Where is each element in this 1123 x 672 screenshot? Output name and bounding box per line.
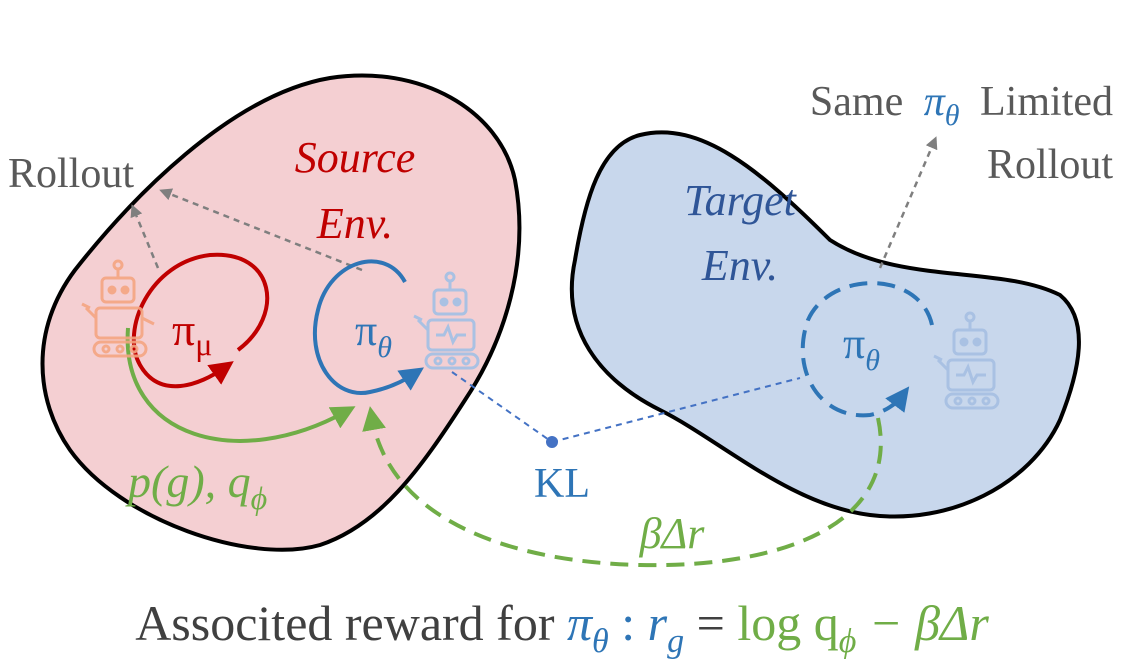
goal-prior-subscript: ϕ	[251, 480, 268, 516]
robot-icon-source-orange	[81, 259, 155, 358]
robot-icon-source-blue	[413, 271, 480, 370]
limited-rollout-label-line1: Same πθ Limited	[810, 79, 1113, 135]
same-word: Same	[810, 79, 903, 125]
kl-line-source	[451, 371, 553, 443]
same-pi: π	[924, 79, 946, 125]
beta-delta-r-label: βΔr	[639, 509, 706, 558]
rollout-arrow-theta-source	[159, 188, 363, 272]
target-env-label-line1: Target	[684, 176, 797, 225]
target-env-region	[569, 130, 1081, 519]
pi-theta-source-subscript: θ	[377, 331, 392, 364]
robot-icon-target-blue	[933, 311, 1000, 410]
pi-mu-loop	[131, 252, 270, 389]
formula-equals: =	[684, 595, 737, 651]
pi-theta-source-symbol: π	[355, 306, 377, 355]
pi-theta-target-loop	[800, 281, 934, 418]
same-pi-sub: θ	[945, 99, 960, 132]
kl-label: KL	[534, 461, 590, 507]
rollout-right-label: Rollout	[987, 142, 1113, 188]
limited-word: Limited	[980, 79, 1113, 125]
pi-mu-symbol: π	[172, 304, 195, 355]
formula-r-sub: g	[667, 623, 684, 660]
formula-prefix: Associted reward for	[135, 595, 567, 651]
kl-node	[546, 436, 558, 448]
beta-delta-r-arrow	[362, 406, 883, 568]
pi-theta-target-symbol: π	[843, 319, 865, 368]
pi-theta-source-loop	[312, 259, 424, 396]
formula-log-q-sub: ϕ	[839, 623, 857, 660]
pi-theta-source-label: πθ	[355, 306, 392, 364]
goal-prior-label: p(g), qϕ	[125, 456, 267, 516]
formula-pi: π	[567, 595, 594, 651]
rollout-left-label: Rollout	[8, 151, 134, 197]
formula-log-q: log q	[737, 595, 838, 651]
goal-prior-arrow	[125, 327, 356, 443]
source-env-label-line1: Source	[295, 133, 416, 182]
reward-formula: Associted reward for πθ : rg = log qϕ − …	[135, 595, 989, 660]
target-env-label-line2: Env.	[701, 241, 778, 290]
limited-rollout-arrow	[878, 136, 938, 269]
kl-line-target	[551, 377, 801, 443]
pi-mu-subscript: μ	[195, 326, 212, 362]
formula-pi-sub: θ	[592, 623, 609, 660]
pi-theta-target-label: πθ	[843, 319, 880, 377]
pi-mu-label: πμ	[172, 304, 212, 362]
formula-r: r	[648, 595, 668, 651]
formula-colon: :	[609, 595, 648, 651]
source-env-label-line2: Env.	[316, 199, 393, 248]
goal-prior-text: p(g), q	[125, 456, 251, 507]
formula-minus-term: − βΔr	[856, 595, 989, 651]
pi-theta-target-subscript: θ	[865, 344, 880, 377]
